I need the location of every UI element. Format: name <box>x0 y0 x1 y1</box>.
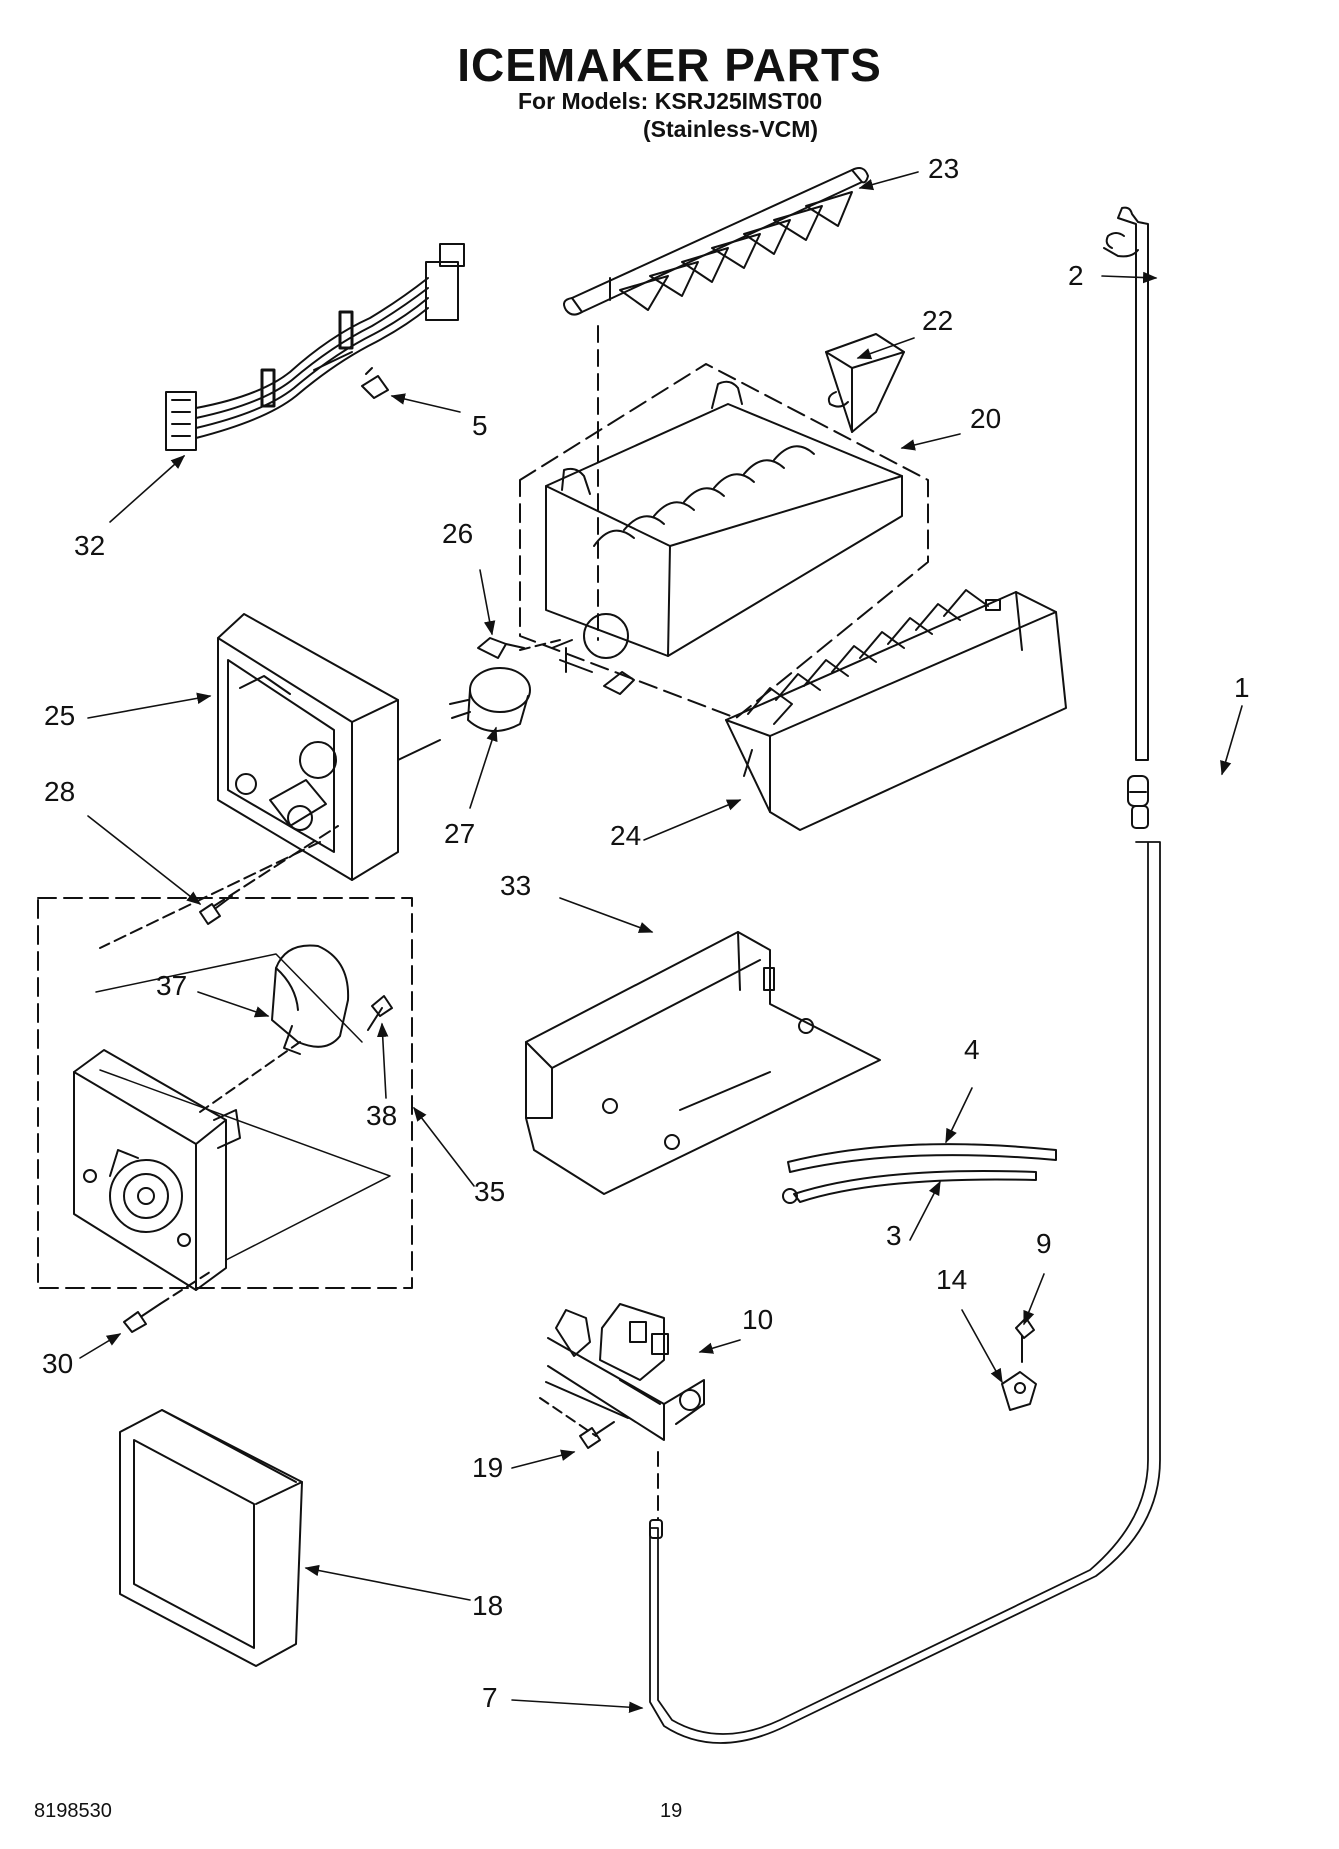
callout-26: 26 <box>442 518 474 549</box>
module-screw <box>123 1303 161 1333</box>
callout-37: 37 <box>156 970 188 1001</box>
fill-tube-lower <box>649 841 1161 1744</box>
fill-cup <box>825 333 905 433</box>
wire-harness <box>165 243 465 451</box>
screw-dash-line-28 <box>213 825 339 907</box>
page-number: 19 <box>660 1800 683 1822</box>
leader-lines <box>79 171 1243 1713</box>
harness-clip <box>313 351 389 399</box>
callout-24: 24 <box>610 820 642 851</box>
callout-27: 27 <box>444 818 476 849</box>
document-number: 8198530 <box>34 1800 112 1822</box>
tube-coupler <box>1127 775 1149 829</box>
thermostat <box>449 667 531 732</box>
tube-clamp-screw <box>1015 1317 1035 1363</box>
callout-30: 30 <box>42 1348 74 1379</box>
mold-assembly-box <box>519 363 929 719</box>
dash-line-housing-module <box>99 841 321 949</box>
page-title: ICEMAKER PARTS <box>457 39 882 91</box>
motor-screw <box>367 995 393 1031</box>
callout-33: 33 <box>500 870 532 901</box>
model-number: For Models: KSRJ25IMST00 <box>518 88 823 114</box>
callout-38: 38 <box>366 1100 398 1131</box>
callout-35: 35 <box>474 1176 506 1207</box>
ice-mold <box>545 380 903 695</box>
motor-guide-line <box>95 953 363 1043</box>
ejector-assembly <box>563 167 869 316</box>
callout-23: 23 <box>928 153 960 184</box>
callout-32: 32 <box>74 530 106 561</box>
model-variant: (Stainless-VCM) <box>643 116 819 142</box>
callout-5: 5 <box>472 410 488 441</box>
fill-tube-upper <box>1103 206 1149 761</box>
valve-screw <box>579 1421 615 1449</box>
thermostat-clip <box>477 637 525 659</box>
callout-3: 3 <box>886 1220 902 1251</box>
callout-20: 20 <box>970 403 1002 434</box>
control-module <box>73 1049 391 1291</box>
callout-25: 25 <box>44 700 76 731</box>
callout-10: 10 <box>742 1304 774 1335</box>
callout-9: 9 <box>1036 1228 1052 1259</box>
callout-4: 4 <box>964 1034 980 1065</box>
callout-1: 1 <box>1234 672 1250 703</box>
callout-14: 14 <box>936 1264 968 1295</box>
ice-stripper <box>725 589 1067 831</box>
housing-screw <box>199 895 233 925</box>
callout-19: 19 <box>472 1452 504 1483</box>
tube-clamp <box>1001 1371 1037 1411</box>
insulation-pad <box>119 1409 303 1667</box>
callout-28: 28 <box>44 776 76 807</box>
callout-18: 18 <box>472 1590 504 1621</box>
control-module-box <box>37 897 413 1289</box>
inlet-tubes <box>782 1143 1057 1204</box>
icemaker-housing <box>217 613 441 881</box>
control-motor <box>271 944 350 1055</box>
callout-22: 22 <box>922 305 954 336</box>
mounting-shield <box>525 931 881 1195</box>
callout-2: 2 <box>1068 260 1084 291</box>
water-valve <box>545 1303 705 1441</box>
callout-7: 7 <box>482 1682 498 1713</box>
